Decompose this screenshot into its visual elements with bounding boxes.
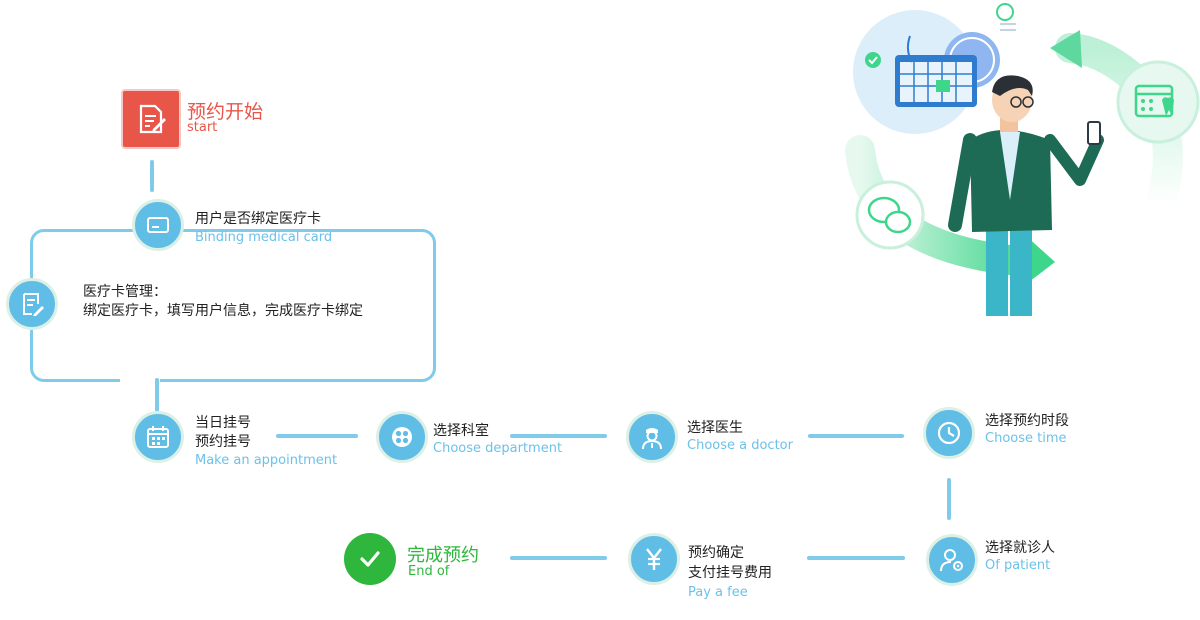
department-node <box>376 411 428 463</box>
connector-appointment-department <box>276 434 358 438</box>
patient-label-cn: 选择就诊人 <box>985 540 1055 556</box>
time-node <box>923 407 975 459</box>
connector-fee-end <box>510 556 607 560</box>
appointment-label-en: Make an appointment <box>195 453 338 468</box>
doctor-label-cn: 选择医生 <box>687 420 743 436</box>
connector-time-patient <box>947 478 951 520</box>
end-node <box>344 533 396 585</box>
doctor-icon <box>642 428 662 450</box>
calendar-icon <box>147 426 169 448</box>
user-settings-icon <box>940 549 963 572</box>
time-label-en: Choose time <box>985 431 1067 446</box>
binding-label-en: Binding medical card <box>195 230 333 245</box>
patient-label-en: Of patient <box>985 558 1051 573</box>
arrow-left-shape <box>1050 30 1082 68</box>
binding-label-cn: 用户是否绑定医疗卡 <box>195 211 321 227</box>
check-icon <box>360 551 380 567</box>
card-manage-title: 医疗卡管理： <box>83 284 167 300</box>
yen-icon <box>646 548 662 570</box>
appointment-label-cn-1: 当日挂号 <box>195 415 251 431</box>
connector-loop-appointment <box>155 378 159 412</box>
binding-node <box>132 199 184 251</box>
hero-illustration <box>840 0 1200 320</box>
clock-icon <box>937 421 961 445</box>
card-manage-node <box>6 278 58 330</box>
connector-patient-fee <box>807 556 905 560</box>
start-subtitle: start <box>187 120 218 135</box>
end-label-en: End of <box>408 564 450 579</box>
doctor-node <box>626 411 678 463</box>
appointment-node <box>132 411 184 463</box>
doctor-label-en: Choose a doctor <box>687 438 793 453</box>
fee-label-en: Pay a fee <box>688 585 748 600</box>
form-edit-icon <box>23 293 44 316</box>
department-label-en: Choose department <box>433 441 563 456</box>
loop-gap-cover <box>120 372 160 386</box>
connector-doctor-time <box>808 434 904 438</box>
edit-document-icon <box>139 104 166 134</box>
card-icon <box>147 217 169 233</box>
department-label-cn: 选择科室 <box>433 423 489 439</box>
connector-start-binding <box>150 160 154 192</box>
grid-icon <box>392 427 412 447</box>
patient-node <box>926 534 978 586</box>
appointment-label-cn-2: 预约挂号 <box>195 434 251 450</box>
fee-label-cn-2: 支付挂号费用 <box>688 565 772 581</box>
fee-node <box>628 533 680 585</box>
end-label-cn: 完成预约 <box>407 545 479 566</box>
start-title: 预约开始 <box>187 101 264 123</box>
arrow-right-shape <box>1025 235 1055 285</box>
card-manage-desc: 绑定医疗卡，填写用户信息，完成医疗卡绑定 <box>83 303 363 319</box>
fee-label-cn-1: 预约确定 <box>688 545 744 561</box>
connector-department-doctor <box>510 434 607 438</box>
start-node <box>121 89 181 149</box>
time-label-cn: 选择预约时段 <box>985 413 1069 429</box>
